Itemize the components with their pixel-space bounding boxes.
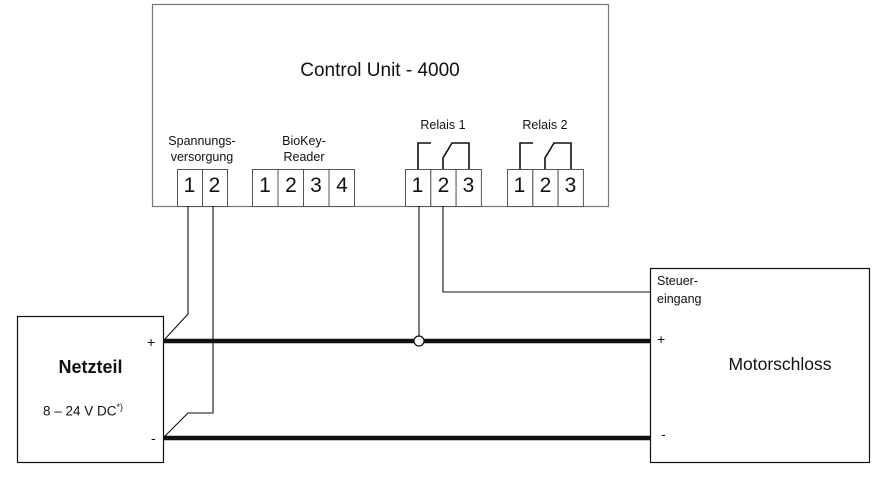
terminal-pin-relay2-2 bbox=[532, 169, 559, 207]
power-supply-box bbox=[16, 315, 165, 464]
motor-lock-minus-label: - bbox=[661, 426, 666, 442]
pin-number-biokey-3: 3 bbox=[310, 174, 322, 197]
biokey-terminal-label-line1: BioKey- bbox=[282, 134, 326, 148]
terminal-pin-biokey-2 bbox=[277, 169, 304, 207]
terminal-pin-relay1-3 bbox=[455, 169, 482, 207]
pin-number-relay2-1: 1 bbox=[513, 174, 526, 197]
terminal-block-power bbox=[177, 169, 228, 207]
pin-number-power-1: 1 bbox=[183, 174, 196, 197]
power-supply-title: Netzteil bbox=[58, 357, 123, 377]
biokey-terminal-label-line2: Reader bbox=[283, 150, 325, 164]
wire-power-plus bbox=[163, 206, 189, 341]
motor-lock-plus-label: + bbox=[657, 331, 666, 347]
pin-number-biokey-2: 2 bbox=[285, 174, 297, 197]
relay1-label: Relais 1 bbox=[420, 118, 466, 132]
motor-lock-title: Motorschloss bbox=[728, 354, 832, 374]
pin-number-biokey-1: 1 bbox=[259, 174, 271, 197]
pin-number-relay2-2: 2 bbox=[539, 174, 552, 197]
power-supply-footnote-mark: *) bbox=[116, 402, 124, 412]
terminal-pin-power-2 bbox=[202, 169, 228, 207]
terminal-pin-power-1 bbox=[177, 169, 203, 207]
junction-node bbox=[413, 335, 425, 347]
terminal-block-biokey bbox=[252, 169, 355, 207]
power-supply-voltage: 8 – 24 V DC*) bbox=[43, 402, 123, 419]
wire-power-minus bbox=[163, 206, 214, 438]
relay2-switch-symbol bbox=[519, 142, 572, 169]
pin-number-relay1-1: 1 bbox=[411, 174, 424, 197]
pin-number-relay1-3: 3 bbox=[462, 174, 475, 197]
terminal-pin-biokey-4 bbox=[328, 169, 355, 207]
power-supply-plus-label: + bbox=[147, 334, 156, 350]
power-terminal-label-line2: versorgung bbox=[170, 150, 234, 164]
motor-lock-box bbox=[649, 267, 871, 464]
relay2-label: Relais 2 bbox=[522, 118, 568, 132]
pin-number-power-2: 2 bbox=[208, 174, 221, 197]
terminal-pin-relay2-3 bbox=[557, 169, 584, 207]
pin-number-relay1-2: 2 bbox=[437, 174, 450, 197]
control-unit-title: Control Unit - 4000 bbox=[300, 60, 460, 81]
power-supply-voltage-text: 8 – 24 V DC bbox=[43, 403, 117, 419]
terminal-pin-relay1-1 bbox=[405, 169, 432, 207]
pin-number-relay2-3: 3 bbox=[564, 174, 577, 197]
motor-lock-control-input-line1: Steuer- bbox=[657, 274, 698, 288]
wire-relay1-pin2-to-control-input bbox=[442, 206, 650, 293]
pin-number-biokey-4: 4 bbox=[336, 174, 348, 197]
relay1-switch-symbol bbox=[417, 142, 470, 169]
power-terminal-label-line1: Spannungs- bbox=[168, 134, 236, 148]
terminal-block-relay2 bbox=[507, 169, 584, 207]
power-supply-minus-label: - bbox=[151, 430, 156, 446]
motor-lock-control-input-line2: eingang bbox=[657, 292, 702, 306]
terminal-pin-biokey-3 bbox=[303, 169, 330, 207]
